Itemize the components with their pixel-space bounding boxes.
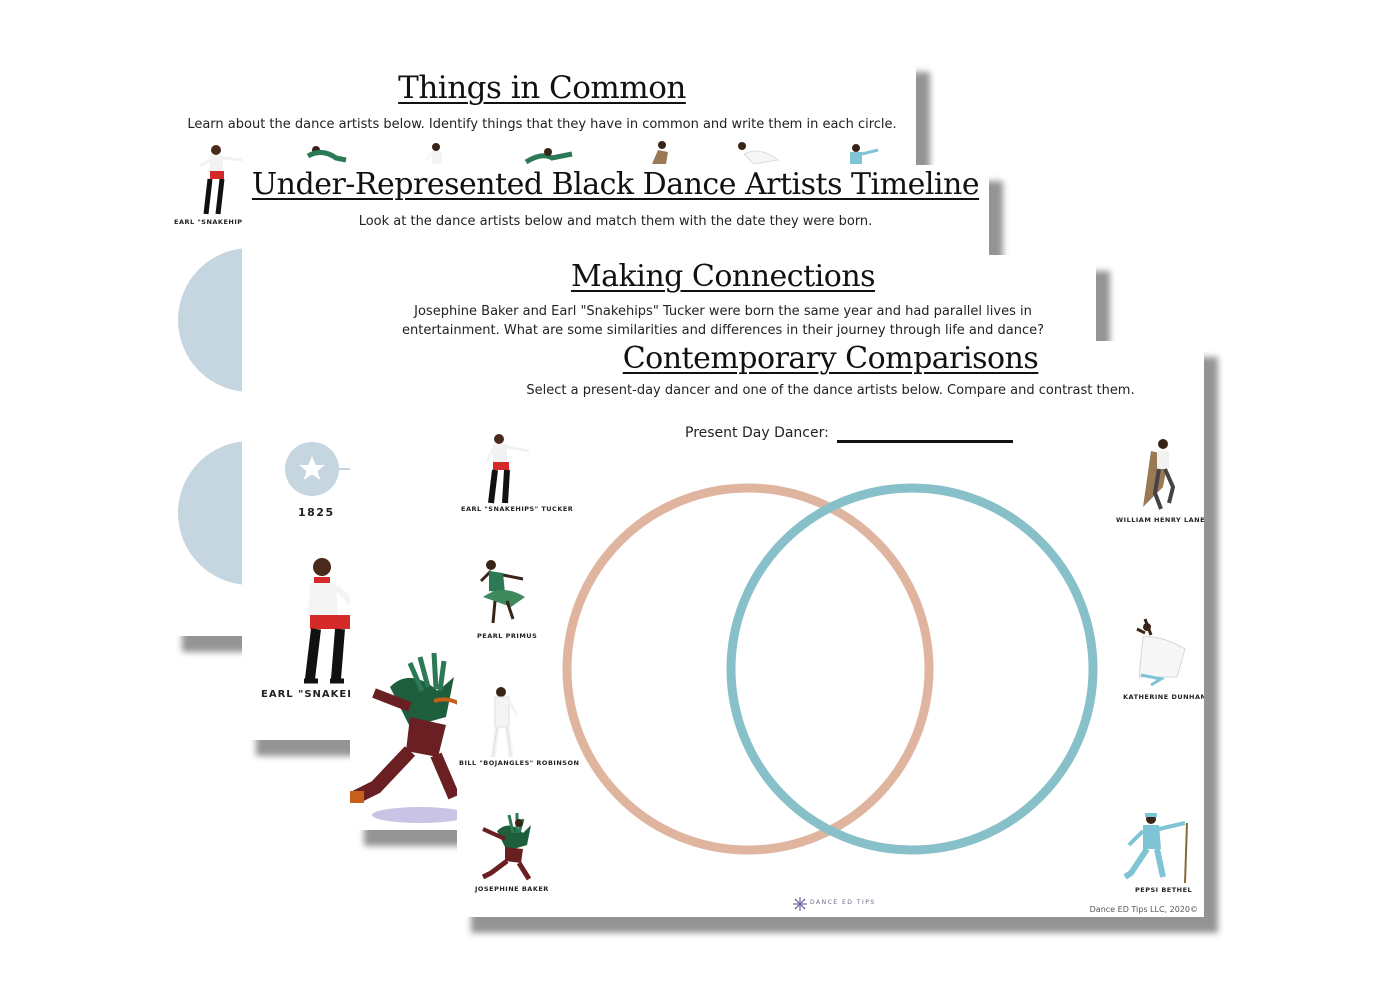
present-day-input-line[interactable] [837,440,1013,443]
dancer-josephine-baker-large [350,652,468,823]
sheet-instruction: Select a present-day dancer and one of t… [526,383,1135,398]
star-icon [285,442,354,496]
artist-caption: BILL "BOJANGLES" ROBINSON [459,759,580,767]
sheet-title: Things in Common [398,70,686,106]
brand-name: DANCE ED TIPS [810,899,876,906]
present-day-label: Present Day Dancer: [685,425,829,441]
venn-circle-right [726,483,1098,855]
artist-caption: KATHERINE DUNHAM [1123,693,1204,701]
dancer-katherine-dunham [1136,618,1186,687]
artist-caption: EARL "SNAKEHIPS" TUCKER [461,505,574,513]
artist-caption: PEPSI BETHEL [1135,886,1193,894]
venn-diagram [562,483,1098,855]
sheet-instruction: Look at the dance artists below and matc… [358,214,873,229]
dancer-pepsi-bethel [850,144,879,164]
dancer-earl-tucker [304,558,357,684]
dancer-earl-tucker [199,145,243,215]
dancer-katherine-dunham [738,142,780,164]
dancer-josephine-baker [481,813,532,881]
dancer-pepsi-bethel [1123,813,1188,884]
artist-caption: PEARL PRIMUS [477,632,538,640]
copyright: Dance ED Tips LLC, 2020© [1089,905,1198,914]
dancer-bill-robinson [490,687,519,758]
dancer-bill-robinson [426,143,442,164]
dancer-pearl-primus [306,146,347,163]
venn-half-circle [178,248,252,392]
sheet-instruction: entertainment. What are some similaritie… [401,323,1044,338]
sheet-title: Making Connections [570,259,876,294]
dancer-earl-tucker [485,434,530,504]
dancer-caption: EARL "SNAKEHIPS" TU [174,218,266,226]
artist-caption: JOSEPHINE BAKER [475,885,549,893]
sheet-instruction: Learn about the dance artists below. Ide… [187,117,897,132]
dancer-pearl-primus [479,560,525,624]
artist-caption: WILLIAM HENRY LANE [1116,516,1204,524]
sheet-title: Contemporary Comparisons [622,341,1039,376]
sheet-contemporary-comparisons: Contemporary Comparisons Select a presen… [457,341,1204,917]
dancer-caption: EARL "SNAKEHI [261,689,362,700]
dancer-william-lane [652,141,668,164]
year-label: 1825 [298,506,335,519]
sheet-title: Under-Represented Black Dance Artists Ti… [251,167,980,202]
venn-circle-left [562,483,934,855]
dancer-william-lane [1143,439,1176,510]
sheet-instruction: Josephine Baker and Earl "Snakehips" Tuc… [414,304,1032,319]
dancer-josephine-baker [524,148,573,164]
dance-ed-tips-logo-icon [793,897,807,911]
venn-half-circle [178,441,252,585]
